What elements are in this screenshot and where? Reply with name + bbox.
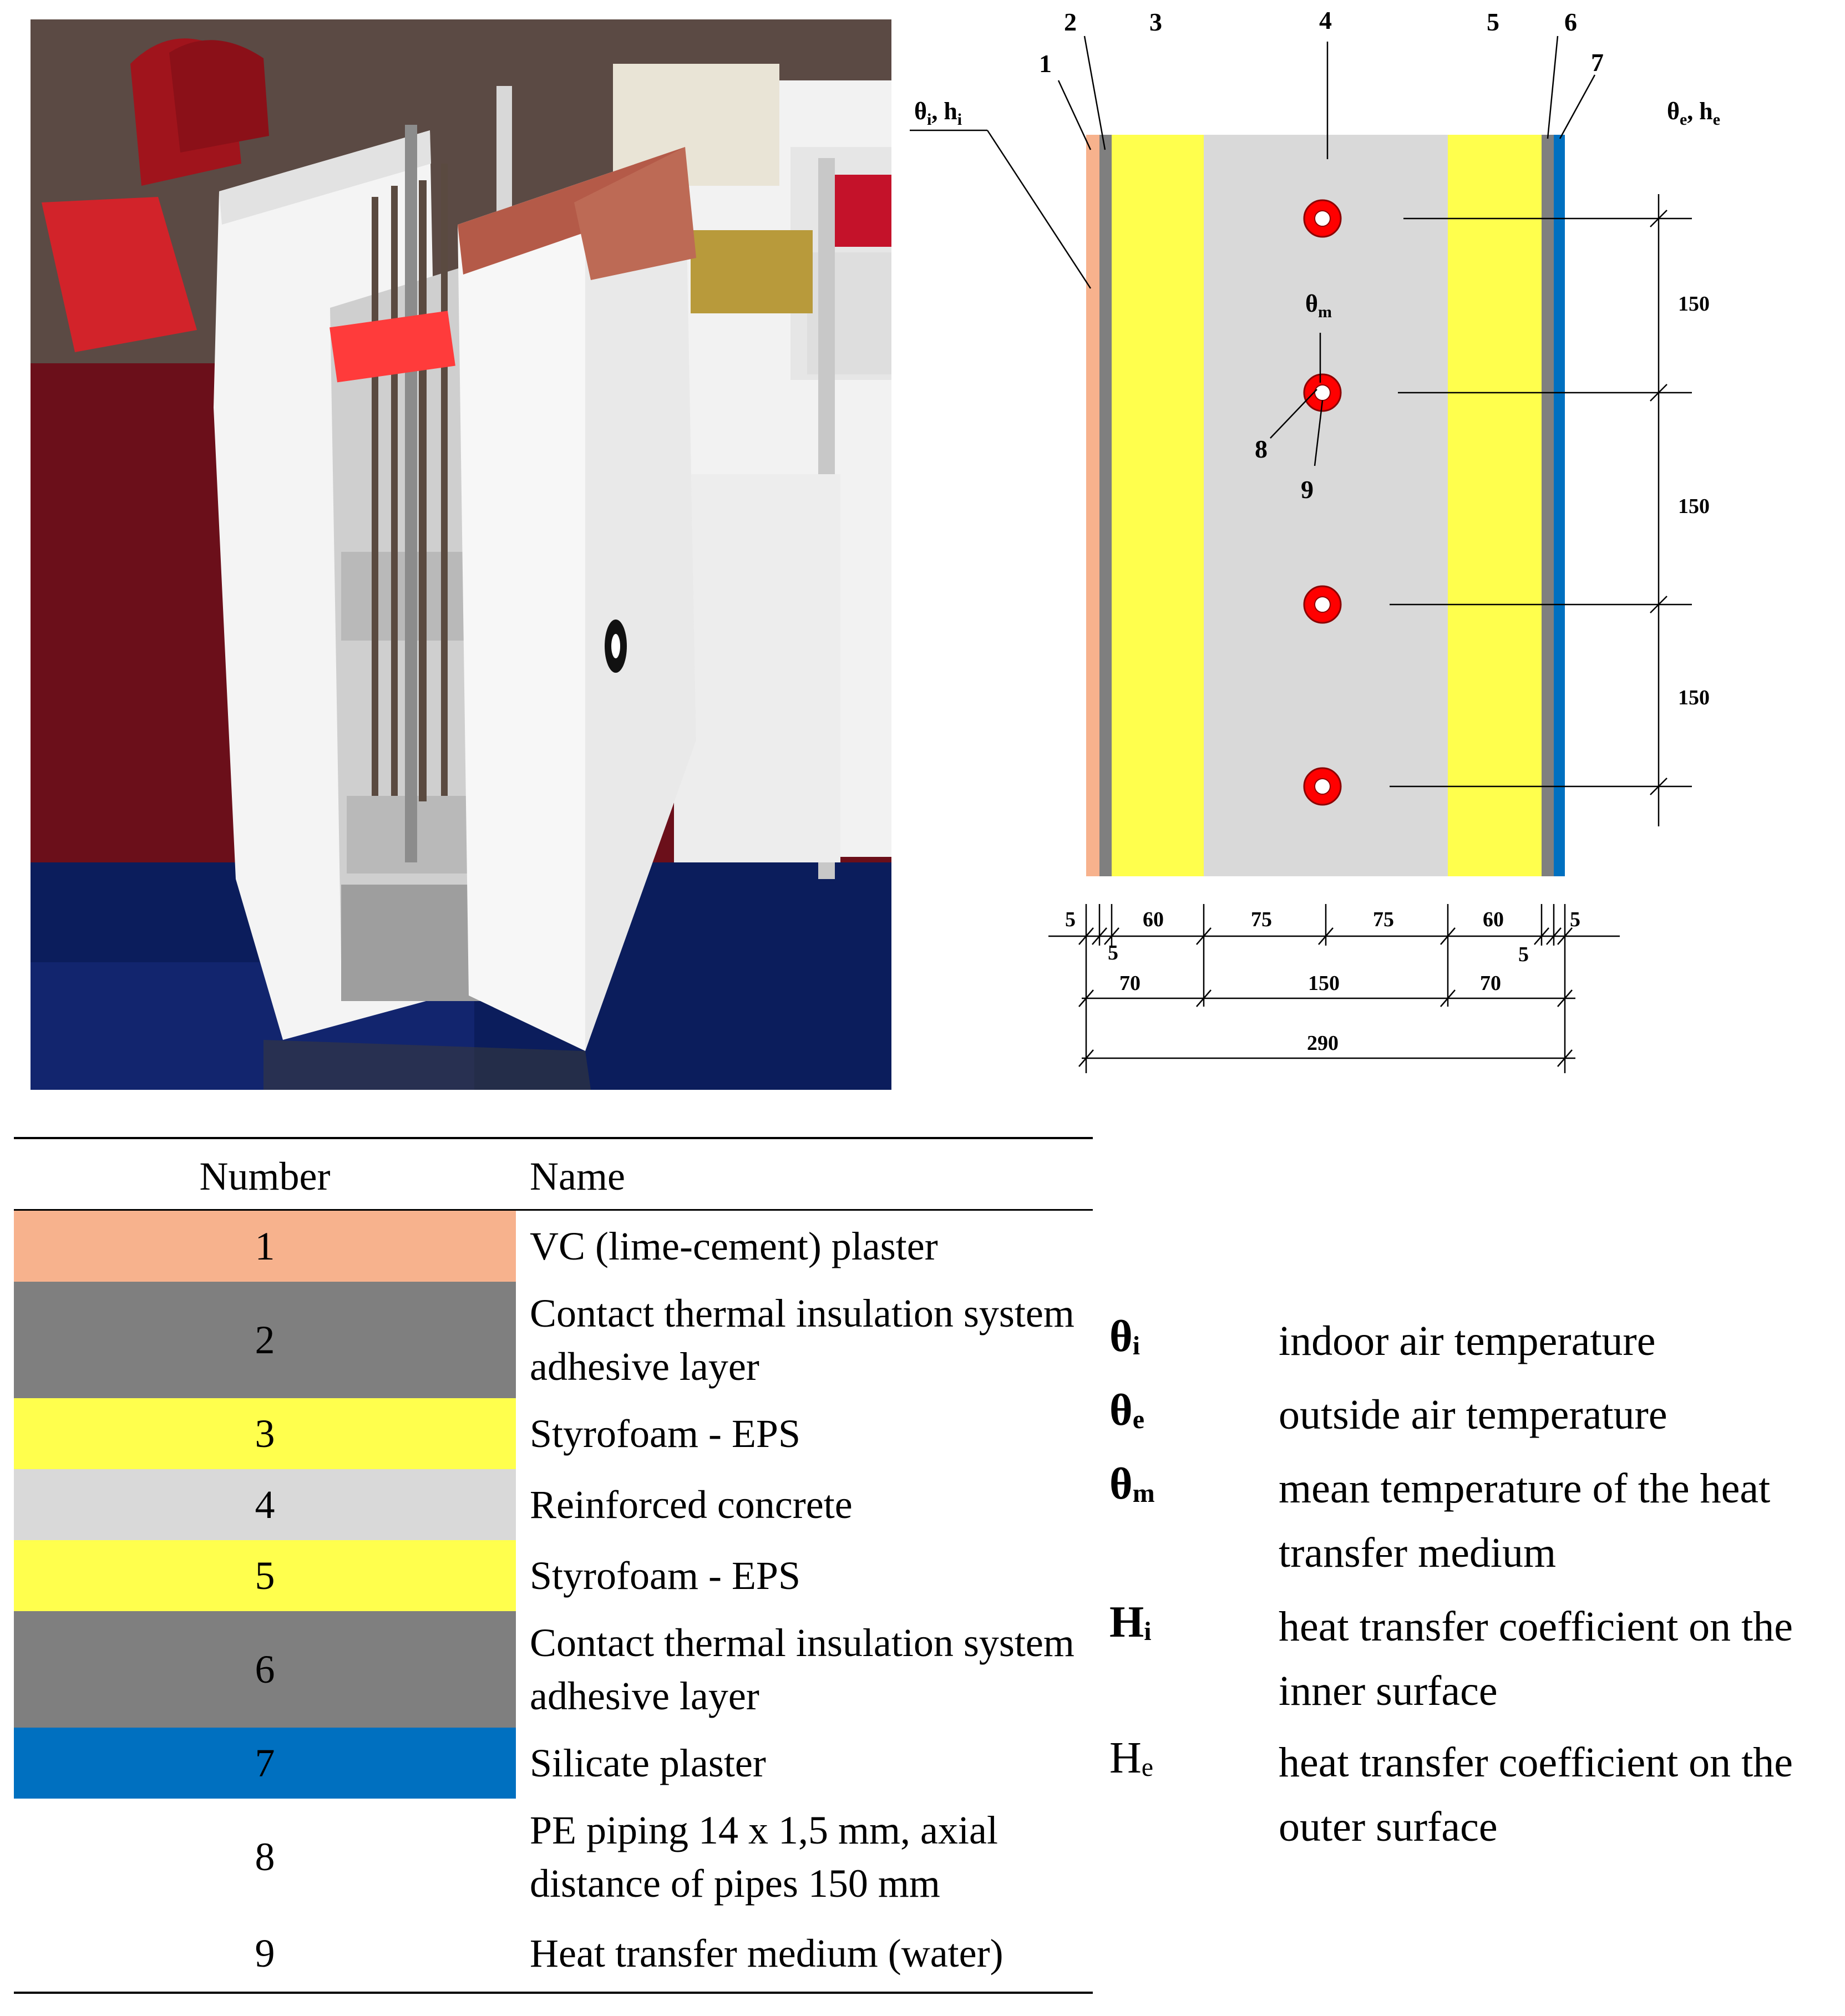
row-number-cell: 6 [14, 1611, 516, 1728]
leader-lines [910, 35, 1596, 466]
row-name-cell: Styrofoam - EPS [530, 1553, 801, 1598]
table-row: 1 VC (lime-cement) plaster [14, 1211, 1093, 1282]
legend-description: outside air temperature [1279, 1392, 1667, 1438]
row-number-cell: 4 [14, 1469, 516, 1540]
row-number-cell: 3 [14, 1398, 516, 1469]
dim-h-inner-plaster: 5 [1065, 908, 1076, 931]
pipe [1303, 373, 1342, 412]
table-row: 3 Styrofoam - EPS [14, 1398, 1093, 1469]
pipe [1303, 767, 1342, 806]
layer-number-labels: 1 2 3 4 5 6 7 8 9 [1039, 6, 1604, 504]
legend-symbol-h-i: Hi [1109, 1598, 1152, 1647]
drawing-label-7: 7 [1591, 48, 1604, 77]
dim-h-concrete-right: 75 [1373, 908, 1394, 931]
drawing-label-3: 3 [1149, 8, 1162, 36]
inner-conditions-label: θi, hi [914, 98, 962, 129]
legend-description: indoor air temperature [1279, 1318, 1656, 1364]
legend-symbol-theta-e: θe [1109, 1386, 1145, 1435]
row-name-cell: Heat transfer medium (water) [530, 1931, 1003, 1976]
drawing-label-2: 2 [1064, 8, 1077, 36]
dim-vertical-1: 150 [1678, 292, 1710, 316]
vertical-dimension-lines [1390, 194, 1692, 826]
legend-description: heat transfer coefficient on the outer s… [1279, 1739, 1793, 1850]
row-name-cell: Contact thermal insulation system adhesi… [530, 1621, 1074, 1718]
layer-table: Number Name 1 VC (lime-cement) plaster 2… [14, 1137, 1093, 1997]
legend-description: mean temperature of the heat transfer me… [1279, 1465, 1771, 1576]
table-row: 9 Heat transfer medium (water) [14, 1915, 1093, 1992]
pipe [1303, 585, 1342, 624]
dim-h-outer-adhesive: 5 [1518, 943, 1529, 966]
layer-6-adhesive [1542, 135, 1554, 876]
table-bottom-rule [14, 1992, 1093, 1994]
table-row: 5 Styrofoam - EPS [14, 1540, 1093, 1611]
outer-conditions-label: θe, he [1667, 98, 1720, 129]
dim-vertical-2: 150 [1678, 495, 1710, 518]
wall-sample-photo [31, 19, 891, 1090]
mean-temperature-label: θm [1305, 290, 1332, 321]
dim-h-outer-insulation: 70 [1480, 972, 1501, 995]
legend-symbol-theta-i: θi [1109, 1312, 1141, 1361]
drawing-label-8: 8 [1255, 435, 1268, 463]
layer-3-eps [1112, 135, 1204, 876]
table-top-rule [14, 1137, 1093, 1139]
drawing-label-4: 4 [1319, 6, 1332, 34]
dim-vertical-3: 150 [1678, 686, 1710, 709]
row-name-cell: Styrofoam - EPS [530, 1411, 801, 1456]
dim-h-total: 290 [1307, 1032, 1339, 1055]
drawing-label-5: 5 [1487, 8, 1499, 36]
row-number-cell: 2 [14, 1282, 516, 1398]
table-row: 6 Contact thermal insulation system adhe… [14, 1611, 1093, 1728]
legend-symbol-h-e: He [1109, 1734, 1154, 1783]
drawing-label-1: 1 [1039, 49, 1052, 78]
legend-symbol-theta-m: θm [1109, 1460, 1155, 1509]
row-number-cell: 9 [255, 1931, 275, 1976]
horizontal-dimension-texts: 5 5 60 75 75 60 5 5 70 150 70 290 [1065, 908, 1580, 1055]
row-name-cell: Reinforced concrete [530, 1482, 853, 1527]
legend-description: heat transfer coefficient on the inner s… [1279, 1603, 1793, 1714]
row-number-cell: 7 [14, 1728, 516, 1799]
table-row: 2 Contact thermal insulation system adhe… [14, 1282, 1093, 1398]
dim-h-outer-plaster: 5 [1570, 908, 1580, 931]
wall-cross-section-drawing: 1 2 3 4 5 6 7 8 9 θi, hi θe, he θm 150 1… [910, 6, 1720, 1073]
table-row: 8 PE piping 14 x 1,5 mm, axial distance … [14, 1799, 1093, 1915]
table-header-rule [14, 1209, 1093, 1211]
row-name-cell: Silicate plaster [530, 1741, 766, 1785]
dim-h-outer-eps: 60 [1483, 908, 1504, 931]
layer-5-eps [1448, 135, 1542, 876]
row-number-cell: 8 [255, 1834, 275, 1879]
row-number-cell: 5 [14, 1540, 516, 1611]
table-header-number: Number [199, 1154, 331, 1199]
dim-h-concrete-left: 75 [1251, 908, 1272, 931]
row-name-cell: PE piping 14 x 1,5 mm, axial distance of… [530, 1808, 998, 1906]
drawing-label-6: 6 [1564, 8, 1577, 36]
drawing-label-9: 9 [1301, 475, 1314, 504]
dim-h-inner-eps: 60 [1143, 908, 1164, 931]
row-number-cell: 1 [14, 1211, 516, 1282]
symbol-legend: θi indoor air temperature θe outside air… [1109, 1298, 1842, 1852]
photo-illustration [31, 19, 891, 1090]
pipe [1303, 199, 1342, 238]
layer-7-silicate-plaster [1554, 135, 1565, 876]
table-row: 4 Reinforced concrete [14, 1469, 1093, 1540]
table-header-name: Name [530, 1154, 625, 1199]
dim-h-inner-adhesive: 5 [1108, 941, 1118, 964]
table-row: 7 Silicate plaster [14, 1728, 1093, 1799]
layer-2-adhesive [1099, 135, 1112, 876]
dim-h-inner-insulation: 70 [1119, 972, 1141, 995]
dim-h-concrete-total: 150 [1308, 972, 1340, 995]
layer-1-lime-cement-plaster [1086, 135, 1099, 876]
vertical-dimension-texts: 150 150 150 [1678, 292, 1710, 709]
row-name-cell: VC (lime-cement) plaster [530, 1224, 938, 1268]
horizontal-dimension-lines [1048, 904, 1620, 1073]
row-name-cell: Contact thermal insulation system adhesi… [530, 1291, 1074, 1389]
layer-4-concrete [1204, 135, 1448, 876]
